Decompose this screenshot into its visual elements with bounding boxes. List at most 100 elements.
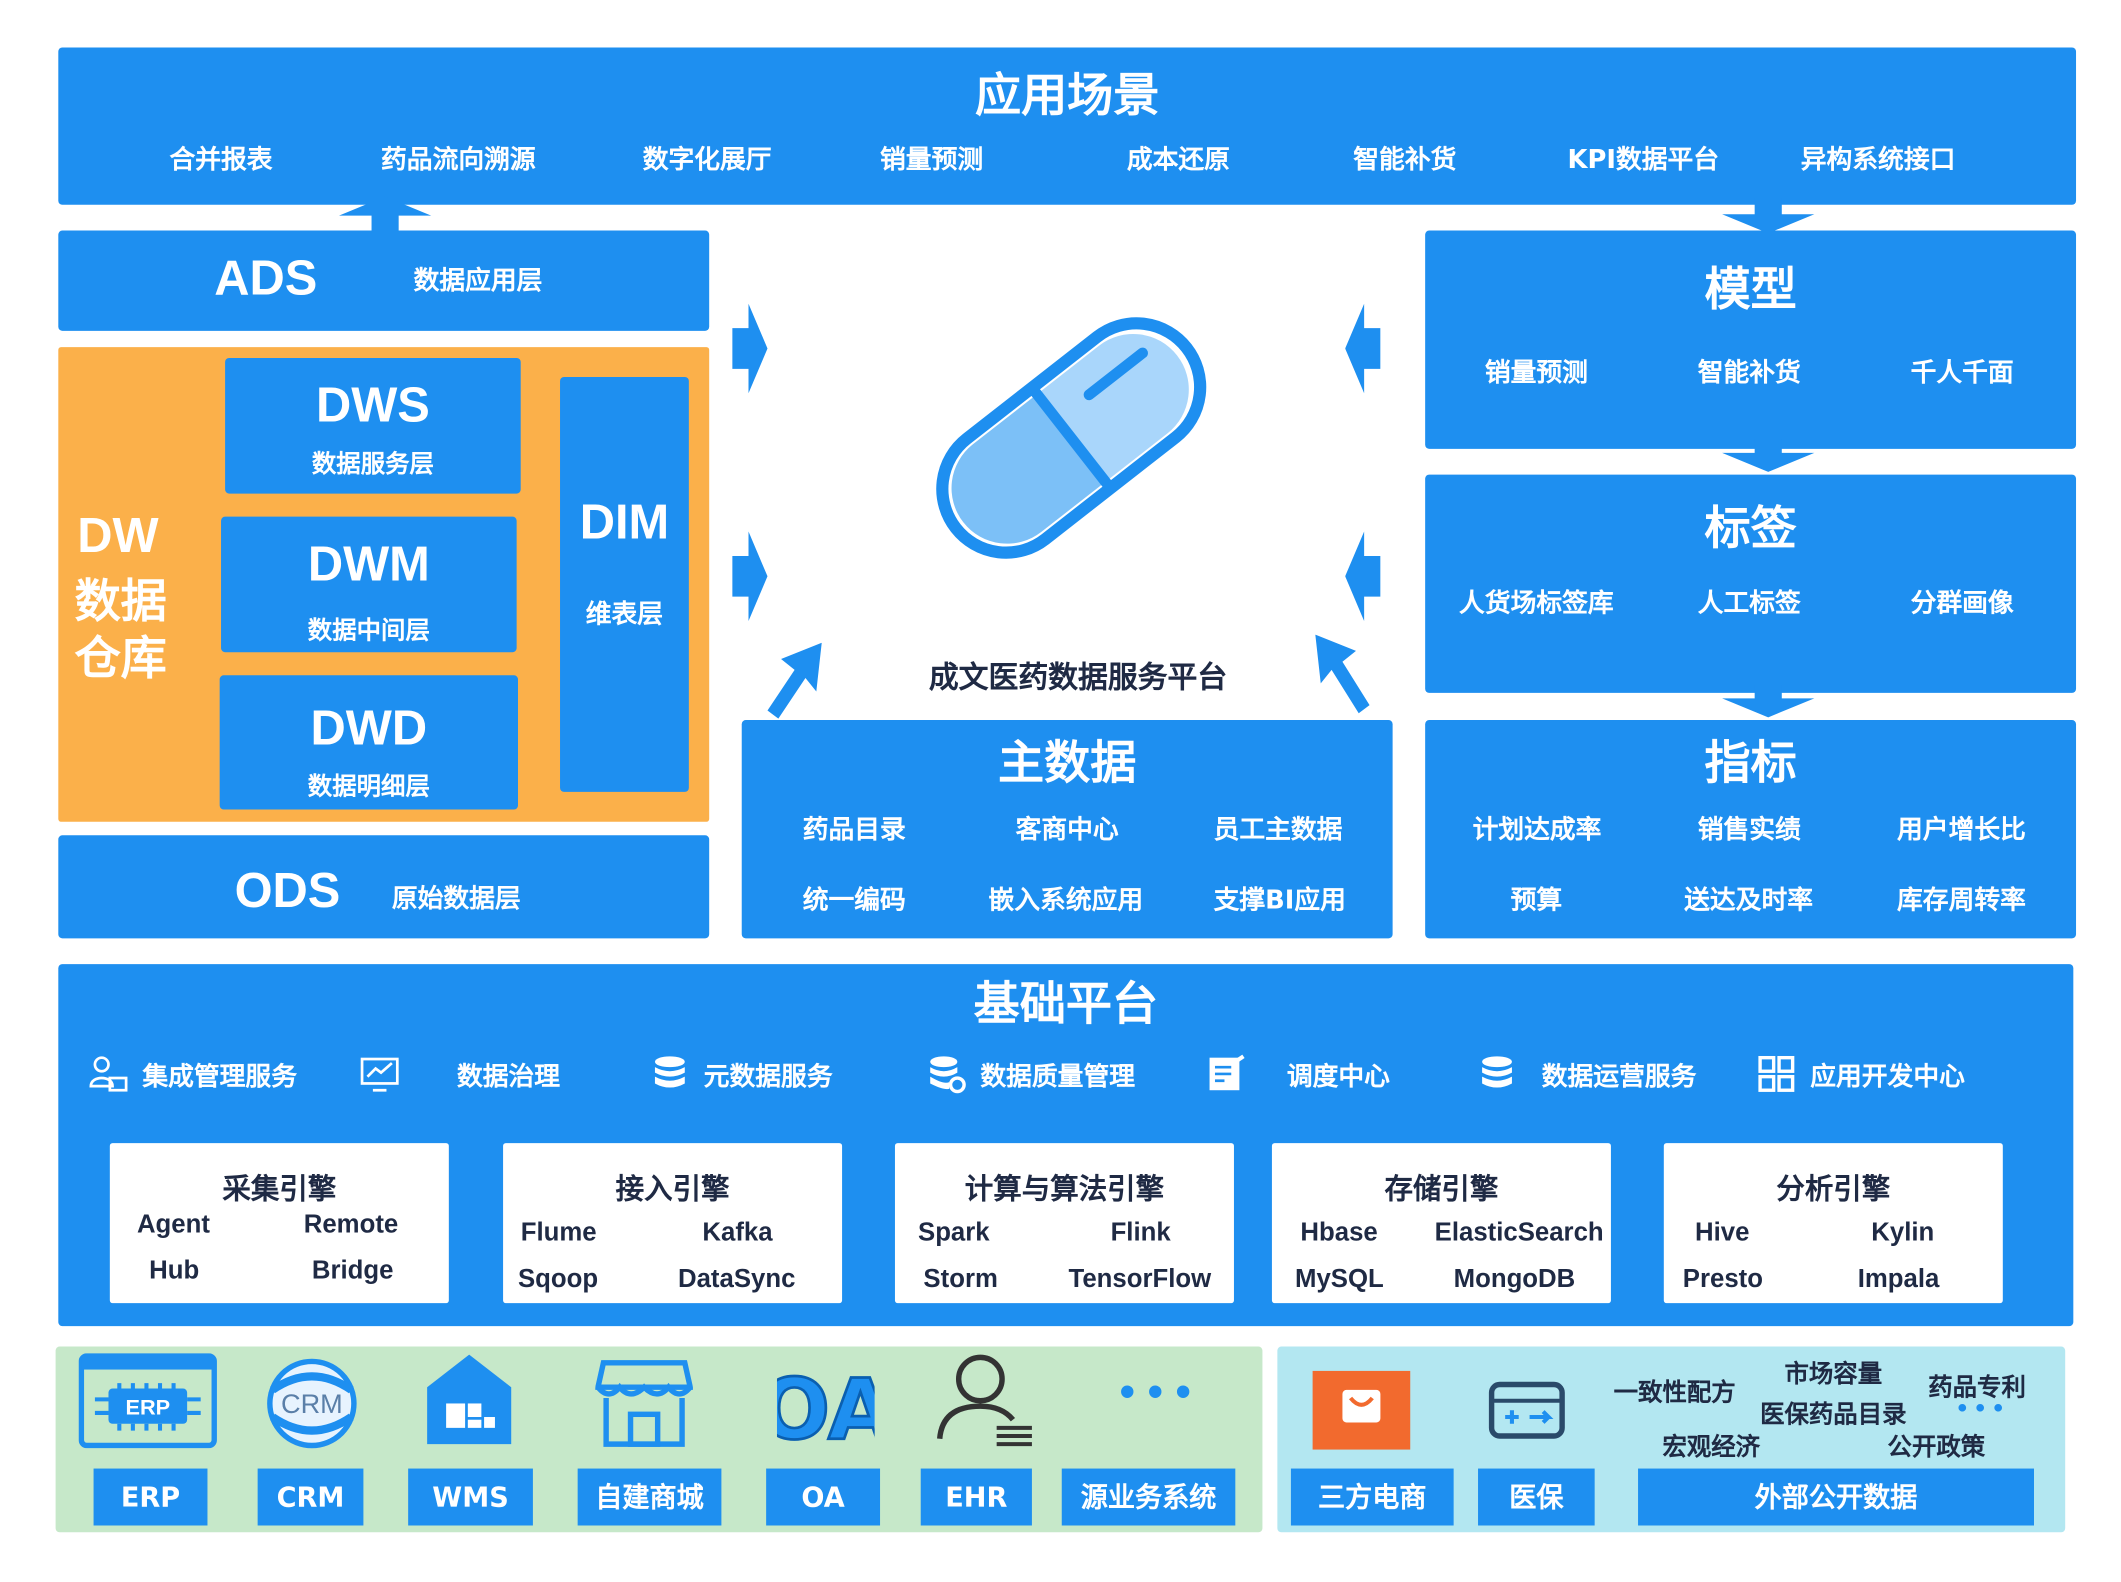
- service-item[interactable]: 数据治理: [359, 1054, 560, 1095]
- crm-badge-icon: CRM: [263, 1357, 361, 1449]
- app-scene-item: 药品流向溯源: [381, 145, 536, 175]
- model-item: 千人千面: [1910, 357, 2014, 388]
- metrics-item: 送达及时率: [1684, 885, 1813, 916]
- engine-item: Flume: [520, 1219, 597, 1248]
- public-data-item: 公开政策: [1887, 1433, 1986, 1462]
- app-scene-item: 销量预测: [880, 145, 984, 175]
- arrow-right-icon: [732, 303, 768, 394]
- metrics-item: 计划达成率: [1472, 814, 1602, 845]
- source-label-mall: 自建商城: [577, 1468, 722, 1526]
- dwd-code: DWD: [310, 699, 428, 756]
- service-label: 数据质量管理: [980, 1061, 1135, 1091]
- wms-house-icon: [422, 1349, 517, 1449]
- app-scene-panel: 应用场景 合并报表 药品流向溯源 数字化展厅 销量预测 成本还原 智能补货 KP…: [58, 47, 2077, 205]
- engine-card: 存储引擎 Hbase ElasticSearch MySQL MongoDB: [1271, 1143, 1611, 1304]
- master-data-item: 统一编码: [802, 885, 906, 916]
- service-label: 数据运营服务: [1541, 1061, 1697, 1091]
- app-scene-items: 合并报表 药品流向溯源 数字化展厅 销量预测 成本还原 智能补货 KPI数据平台…: [58, 140, 2076, 181]
- service-item[interactable]: 元数据服务: [650, 1054, 833, 1095]
- source-label-public-data: 外部公开数据: [1638, 1468, 2034, 1526]
- engine-item: Hive: [1694, 1219, 1750, 1248]
- base-platform-title: 基础平台: [973, 977, 1159, 1032]
- platform-name: 成文医药数据服务平台: [928, 661, 1228, 696]
- dwd-name: 数据明细层: [307, 772, 430, 802]
- engine-title: 计算与算法引擎: [964, 1172, 1165, 1206]
- dws-layer: DWS 数据服务层: [225, 357, 521, 494]
- database-stack-icon: [1477, 1054, 1518, 1095]
- internal-sources-panel: ERP ERP CRM CRM WMS 自建商城 OA OA EHR ••• 源…: [55, 1346, 1263, 1533]
- source-label-business: 源业务系统: [1061, 1468, 1236, 1526]
- arrow-down-icon: [1722, 197, 1815, 234]
- dwm-layer: DWM 数据中间层: [221, 516, 517, 653]
- engine-item: Storm: [923, 1265, 998, 1294]
- arrow-up-right-icon: [767, 642, 822, 719]
- engine-item: Agent: [136, 1210, 210, 1240]
- engine-item: Presto: [1682, 1265, 1763, 1294]
- engine-item: Hbase: [1300, 1219, 1378, 1248]
- public-data-item: 医保药品目录: [1760, 1400, 1907, 1430]
- dim-name: 维表层: [585, 599, 664, 630]
- dw-label-line1: DW: [77, 507, 159, 563]
- ads-name: 数据应用层: [413, 265, 543, 296]
- metrics-item: 预算: [1510, 885, 1563, 916]
- metrics-title: 指标: [1704, 736, 1797, 791]
- engine-card: 采集引擎 Agent Remote Hub Bridge: [109, 1143, 449, 1304]
- engine-item: Spark: [918, 1219, 990, 1248]
- service-label: 数据治理: [456, 1061, 561, 1091]
- engine-card: 计算与算法引擎 Spark Flink Storm TensorFlow: [894, 1143, 1234, 1304]
- ods-layer: ODS 原始数据层: [58, 835, 710, 939]
- ods-name: 原始数据层: [391, 884, 521, 914]
- database-icon: [650, 1054, 691, 1095]
- dws-name: 数据服务层: [311, 450, 434, 479]
- tags-item: 分群画像: [1910, 588, 2014, 619]
- service-label: 应用开发中心: [1810, 1061, 1965, 1091]
- master-data-item: 员工主数据: [1213, 814, 1343, 845]
- grid-apps-icon: [1756, 1054, 1797, 1095]
- engine-item: Flink: [1110, 1219, 1171, 1248]
- public-data-item: 市场容量: [1784, 1360, 1883, 1389]
- external-sources-panel: 三方电商 医保 一致性配方 市场容量 药品专利 医保药品目录 宏观经济 公开政策…: [1277, 1346, 2066, 1533]
- public-data-item: 一致性配方: [1613, 1379, 1736, 1408]
- master-data-item: 支撑BI应用: [1213, 885, 1346, 916]
- dim-layer: DIM 维表层: [560, 376, 689, 792]
- engine-item: TensorFlow: [1068, 1265, 1212, 1294]
- ellipsis-icon: •••: [1115, 1373, 1200, 1415]
- service-item[interactable]: 数据质量管理: [926, 1054, 1135, 1095]
- engine-item: Hub: [149, 1257, 200, 1286]
- engine-item: MySQL: [1294, 1265, 1384, 1294]
- service-item[interactable]: 数据运营服务: [1477, 1054, 1697, 1095]
- database-gear-icon: [926, 1054, 967, 1095]
- erp-chip-icon: ERP: [78, 1353, 217, 1449]
- insurance-card-icon: [1486, 1376, 1567, 1444]
- arrow-left-icon: [1345, 531, 1381, 622]
- service-item[interactable]: 集成管理服务: [88, 1054, 297, 1095]
- service-item[interactable]: 应用开发中心: [1756, 1054, 1965, 1095]
- service-label: 集成管理服务: [142, 1061, 297, 1091]
- app-scene-title: 应用场景: [974, 69, 1160, 124]
- ods-code: ODS: [234, 862, 341, 919]
- user-monitor-icon: [88, 1054, 129, 1095]
- arrow-right-icon: [732, 531, 768, 622]
- engine-item: Kafka: [702, 1219, 773, 1248]
- dws-code: DWS: [315, 376, 430, 433]
- arrow-up-left-icon: [1315, 634, 1370, 714]
- engine-title: 存储引擎: [1384, 1172, 1499, 1206]
- metrics-item: 销售实绩: [1697, 814, 1801, 845]
- engine-item: MongoDB: [1453, 1265, 1576, 1294]
- public-data-item: 药品专利: [1928, 1373, 2026, 1403]
- app-scene-item: KPI数据平台: [1567, 145, 1720, 175]
- chart-monitor-icon: [359, 1054, 400, 1095]
- schedule-note-icon: [1205, 1054, 1246, 1095]
- tags-item: 人货场标签库: [1459, 588, 1614, 619]
- service-label: 元数据服务: [703, 1061, 833, 1091]
- svg-text:CRM: CRM: [281, 1388, 343, 1419]
- ads-layer: ADS 数据应用层: [58, 230, 710, 331]
- service-label: 调度中心: [1286, 1061, 1390, 1091]
- service-item[interactable]: 调度中心: [1205, 1054, 1390, 1095]
- source-label-oa: OA: [766, 1468, 881, 1526]
- ellipsis-icon: •••: [1955, 1395, 2010, 1422]
- source-label-wms: WMS: [408, 1468, 533, 1526]
- svg-text:OA: OA: [777, 1361, 875, 1450]
- engine-card: 分析引擎 Hive Kylin Presto Impala: [1663, 1143, 2003, 1304]
- engine-title: 分析引擎: [1776, 1172, 1891, 1206]
